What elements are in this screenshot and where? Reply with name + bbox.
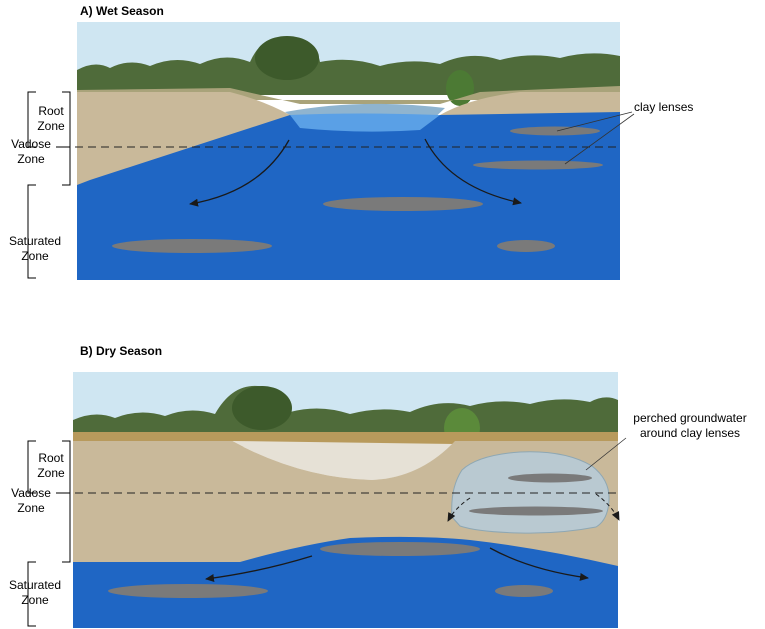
panel-a-saturated-zone-label: Saturated Zone <box>0 234 70 264</box>
saturated-zone-label-line1: Saturated <box>8 234 62 248</box>
panel-a-clay-lens <box>112 239 272 253</box>
panel-b-dry-riverbed <box>232 441 455 480</box>
perched-label-line1: perched groundwater <box>633 411 747 425</box>
panel-b-vadose-zone-label: Vadose Zone <box>4 486 58 516</box>
panel-a-clay-lenses-label: clay lenses <box>634 100 694 114</box>
panel-b-treeline <box>73 385 618 445</box>
panel-a-root-zone-label: Root Zone <box>36 104 66 134</box>
panel-a-root-zone-bracket <box>27 91 36 148</box>
panel-a-clay-lens <box>323 197 483 211</box>
perched-label-line2: around clay lenses <box>639 426 741 440</box>
panel-a-vadose-zone-bracket <box>62 91 71 186</box>
panel-b-clay-lens <box>108 584 268 598</box>
panel-a-clay-lens <box>510 126 600 136</box>
vadose-zone-label-line1: Vadose <box>11 137 51 151</box>
panel-b-flow-arrow-right <box>489 547 589 581</box>
panel-b-clay-lens <box>508 473 592 483</box>
root-zone-label-line1: Root <box>38 104 64 118</box>
panel-a <box>27 22 635 280</box>
panel-b-saturated-zone-bracket <box>27 561 36 627</box>
panel-a-title: A) Wet Season <box>80 4 164 18</box>
root-zone-label-line1: Root <box>38 451 64 465</box>
panel-b-perched-arrow-left <box>447 497 471 522</box>
saturated-zone-label-line2: Zone <box>21 593 49 607</box>
panel-a-oak-tree <box>255 36 319 80</box>
panel-b-clay-lens <box>320 542 480 556</box>
panel-b <box>27 372 627 628</box>
panel-b-perched-pointer <box>585 437 627 471</box>
panel-a-saturated-zone-bracket <box>27 184 36 279</box>
panel-a-clay-pointer <box>556 111 633 132</box>
panel-a-vadose-zone-label: Vadose Zone <box>4 137 58 167</box>
panel-b-clay-lens <box>469 506 603 516</box>
panel-b-flow-arrow-left <box>205 555 313 582</box>
vadose-zone-label-line2: Zone <box>17 501 45 515</box>
panel-b-clay-lens <box>495 585 553 597</box>
panel-a-clay-pointer <box>564 113 635 165</box>
panel-b-title: B) Dry Season <box>80 344 163 358</box>
panel-b-vadose-zone-bracket <box>62 440 71 563</box>
panel-a-flow-arrow-right <box>424 138 522 206</box>
panel-a-flow-arrow-left <box>189 139 290 207</box>
panel-b-perched-arrow-right <box>595 493 620 521</box>
panel-a-groundwater <box>77 112 620 280</box>
panel-b-oak-tree <box>232 386 292 430</box>
root-zone-label-line2: Zone <box>37 119 65 133</box>
panel-a-clay-lens <box>473 160 603 170</box>
panel-a-treeline <box>77 37 620 95</box>
panel-b-saturated-zone-label: Saturated Zone <box>0 578 70 608</box>
saturated-zone-label-line1: Saturated <box>8 578 62 592</box>
root-zone-label-line2: Zone <box>37 466 65 480</box>
vadose-zone-label-line2: Zone <box>17 152 45 166</box>
panel-b-root-zone-label: Root Zone <box>36 451 66 481</box>
panel-b-groundwater <box>73 536 618 628</box>
panel-b-perched-groundwater <box>451 451 610 534</box>
panel-b-perched-groundwater-label: perched groundwater around clay lenses <box>618 411 762 441</box>
vadose-zone-label-line1: Vadose <box>11 486 51 500</box>
panel-a-river <box>290 113 440 132</box>
panel-b-root-zone-bracket <box>27 440 36 494</box>
panel-a-clay-lens <box>497 240 555 252</box>
saturated-zone-label-line2: Zone <box>21 249 49 263</box>
